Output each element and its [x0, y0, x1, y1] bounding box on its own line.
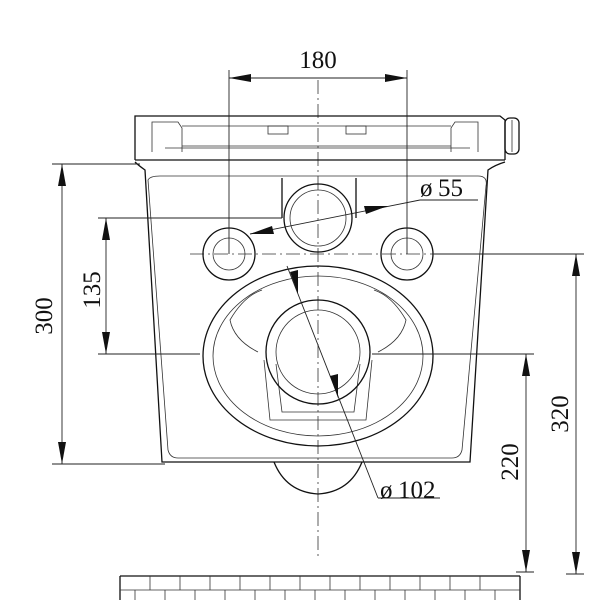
dimension-320: 320	[434, 253, 584, 575]
dimension-320-label: 320	[547, 395, 574, 433]
dimension-135: 135	[79, 217, 282, 355]
seat-lid	[134, 115, 520, 161]
dimension-d55-symbol: ø	[420, 175, 433, 202]
dimension-220-label: 220	[497, 443, 524, 481]
dimension-300-label: 300	[31, 297, 58, 335]
dimension-180-label: 180	[299, 47, 337, 74]
dimension-d55: ø 55	[249, 175, 478, 235]
bowl-body	[134, 161, 506, 463]
hinge-knob	[504, 117, 520, 155]
outlet-ring	[265, 299, 371, 405]
inlet-pipe	[281, 178, 357, 253]
dimension-135-label: 135	[79, 271, 106, 309]
floor-hatch	[119, 575, 521, 600]
dimension-d102-label: 102	[398, 477, 436, 504]
dimension-220: 220	[372, 353, 534, 573]
bowl-rim	[202, 265, 434, 447]
dimension-d55-label: 55	[438, 175, 463, 202]
dimension-180: 180	[228, 47, 408, 254]
dimension-d102: ø 102	[286, 265, 440, 504]
dimension-d102-symbol: ø	[380, 477, 393, 504]
outlet-spigot	[273, 461, 363, 495]
dimension-300: 300	[31, 163, 165, 465]
